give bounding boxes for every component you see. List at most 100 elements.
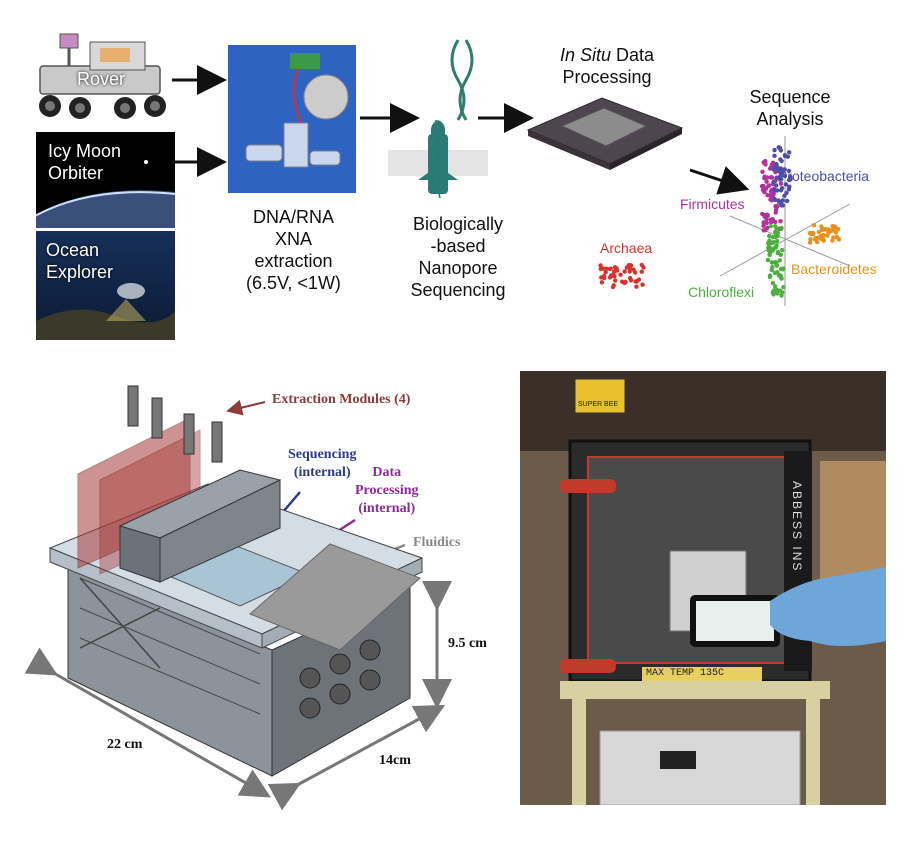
label-chloroflexi: Chloroflexi	[688, 284, 755, 300]
firmicutes-point	[765, 225, 770, 231]
firmicutes-point	[767, 166, 773, 171]
max-temp-label: MAX TEMP 135C	[646, 668, 725, 679]
archaea-point	[628, 266, 633, 272]
archaea-point	[611, 283, 616, 288]
processor-chip-illustration	[526, 97, 684, 170]
chloroflexi-point	[779, 293, 784, 298]
proteobacteria-point	[771, 188, 777, 193]
firmicutes-point	[764, 179, 769, 184]
archaea-point	[634, 279, 639, 284]
chloroflexi-point	[773, 245, 778, 250]
extraction-device-illustration	[245, 53, 349, 168]
extraction-caption: DNA/RNA XNA extraction (6.5V, <1W)	[246, 207, 341, 293]
chloroflexi-point	[773, 284, 778, 289]
chloroflexi-point	[775, 249, 781, 255]
chloroflexi-point	[769, 260, 775, 265]
chloroflexi-point	[773, 224, 778, 229]
proteobacteria-point	[780, 198, 785, 203]
chloroflexi-point	[770, 290, 775, 295]
extraction-device-image	[228, 45, 356, 193]
firmicutes-point	[763, 158, 768, 164]
bacteroidetes-point	[835, 235, 840, 240]
proteobacteria-point	[779, 203, 784, 208]
firmicutes-point	[760, 211, 765, 217]
label-width: 14cm	[379, 753, 411, 768]
archaea-point	[612, 265, 618, 270]
label-extraction-modules: Extraction Modules (4)	[272, 392, 411, 407]
chloroflexi-point	[774, 289, 779, 295]
bacteroidetes-point	[810, 230, 815, 236]
firmicutes-point	[760, 169, 765, 174]
firmicutes-point	[764, 186, 769, 191]
chloroflexi-point	[767, 233, 772, 239]
orbiter-label: Icy Moon Orbiter	[48, 141, 122, 183]
firmicutes-point	[761, 220, 766, 225]
proteobacteria-point	[783, 182, 789, 187]
archaea-point	[600, 266, 606, 271]
archaea-point	[624, 265, 630, 270]
proteobacteria-point	[772, 147, 777, 153]
proteobacteria-point	[777, 145, 783, 151]
label-height: 9.5 cm	[448, 636, 487, 651]
bacteroidetes-point	[807, 240, 813, 245]
cad-illustration	[48, 385, 424, 777]
firmicutes-point	[761, 228, 766, 233]
processing-caption: In Situ Data Processing	[537, 44, 677, 88]
firmicutes-point	[771, 191, 776, 196]
firmicutes-point	[764, 216, 769, 222]
archaea-points	[598, 262, 646, 290]
cad-model	[40, 378, 460, 798]
label-archaea: Archaea	[600, 240, 653, 256]
label-bacteroidetes: Bacteroidetes	[791, 261, 877, 277]
label-proteobacteria: Proteobacteria	[778, 168, 870, 184]
proteobacteria-point	[777, 168, 782, 174]
proteobacteria-point	[787, 150, 792, 155]
archaea-point	[631, 267, 636, 272]
nanopore-illustration	[388, 39, 488, 199]
proteobacteria-point	[772, 153, 777, 158]
bacteroidetes-point	[833, 224, 838, 229]
rover-illustration	[39, 33, 166, 119]
chloroflexi-point	[773, 260, 778, 265]
bacteroidetes-point	[826, 229, 832, 235]
proteobacteria-point	[771, 167, 776, 172]
bacteroidetes-point	[811, 223, 817, 228]
chloroflexi-point	[770, 264, 775, 270]
chloroflexi-point	[779, 276, 784, 281]
proteobacteria-point	[784, 190, 789, 196]
proteobacteria-point	[774, 175, 779, 180]
proteobacteria-point	[782, 173, 788, 179]
label-fluidics: Fluidics	[413, 535, 461, 550]
label-length: 22 cm	[107, 737, 143, 752]
bacteroidetes-point	[815, 239, 820, 245]
chloroflexi-point	[775, 233, 780, 239]
archaea-point	[602, 275, 607, 281]
proteobacteria-point	[785, 198, 790, 204]
firmicutes-point	[760, 187, 766, 193]
archaea-point	[608, 266, 613, 271]
firmicutes-point	[765, 175, 770, 180]
bacteroidetes-point	[816, 229, 822, 235]
chloroflexi-point	[776, 273, 782, 278]
bacteroidetes-point	[833, 230, 839, 235]
bacteroidetes-point	[825, 233, 830, 238]
test-chamber-photo: ABBESS INS MAX TEMP 135C SUPER BEE	[520, 371, 886, 805]
proteobacteria-point	[779, 177, 784, 182]
firmicutes-point	[764, 220, 769, 226]
processor-chip-image	[522, 92, 687, 172]
analysis-caption: Sequence Analysis	[749, 87, 831, 129]
firmicutes-point	[778, 219, 783, 224]
proteobacteria-point	[778, 157, 783, 162]
firmicutes-point	[765, 193, 770, 198]
archaea-point	[640, 282, 645, 287]
proteobacteria-point	[786, 177, 792, 183]
proteobacteria-point	[773, 197, 778, 203]
gauge-label: SUPER BEE	[578, 401, 619, 408]
processing-caption-rest: Data Processing	[562, 45, 655, 87]
proteobacteria-point	[786, 187, 792, 192]
archaea-point	[598, 263, 603, 268]
firmicutes-point	[761, 183, 766, 189]
explorer-label: Ocean Explorer	[46, 240, 114, 282]
chloroflexi-point	[767, 252, 772, 258]
archaea-point	[628, 263, 634, 268]
